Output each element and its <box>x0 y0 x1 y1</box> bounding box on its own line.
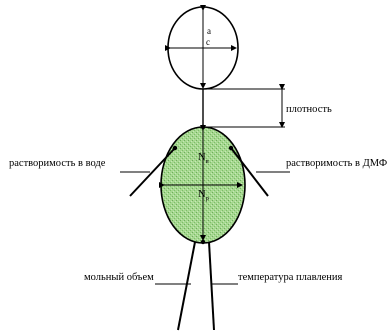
body-top-dot <box>201 125 205 129</box>
body-bottom-dot <box>201 240 205 244</box>
left-shoulder-dot <box>173 146 177 150</box>
right-leg <box>209 242 214 330</box>
head-label-c: c <box>206 37 210 47</box>
density-label: плотность <box>286 104 332 115</box>
melting-temp-label: температура плавления <box>238 272 343 283</box>
head-label-a: a <box>207 26 211 36</box>
left-leg <box>178 242 195 330</box>
molar-volume-label: мольный объем <box>84 272 154 283</box>
right-shoulder-dot <box>229 146 233 150</box>
solubility-dmf-label: растворимость в ДМФ <box>286 158 387 169</box>
solubility-water-label: растворимость в воде <box>9 158 106 169</box>
